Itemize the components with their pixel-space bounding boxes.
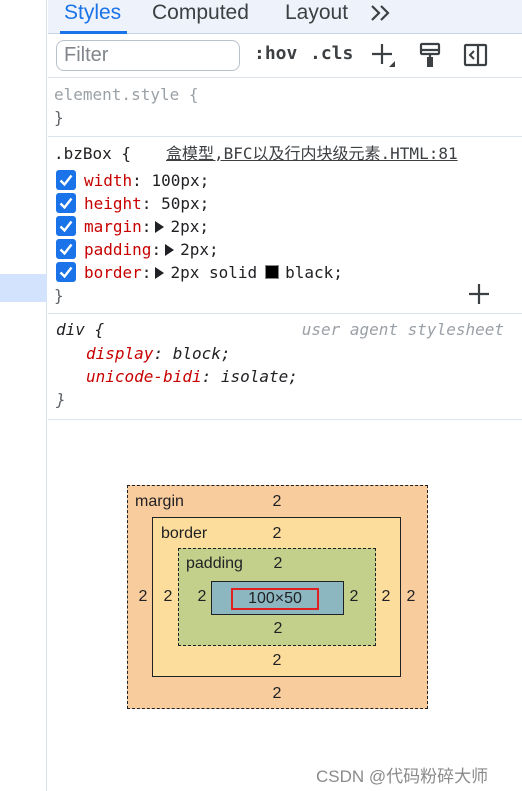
box-model-content[interactable]: 100×50 <box>211 581 344 615</box>
watermark: CSDN @代码粉碎大师 <box>316 767 489 786</box>
property-name[interactable]: border <box>84 263 142 282</box>
cls-toggle-button[interactable]: .cls <box>310 43 354 64</box>
border-top-value[interactable]: 2 <box>272 525 282 542</box>
ua-selector: div { <box>56 320 105 339</box>
decl-checkbox[interactable] <box>56 262 76 282</box>
tab-layout[interactable]: Layout <box>285 1 349 24</box>
colon: : <box>141 217 152 236</box>
bzbox-rule-section: .bzBox { 盒模型,BFC以及行内块级元素.HTML:81 width: … <box>48 137 522 314</box>
property-name[interactable]: padding <box>84 240 152 259</box>
property-value: isolate; <box>220 367 298 386</box>
property-name[interactable]: width <box>84 171 133 190</box>
decl-checkbox[interactable] <box>56 170 76 190</box>
box-model-padding[interactable]: padding 2 2 2 2 100×50 <box>178 548 376 646</box>
property-value[interactable]: 2px; <box>170 217 209 236</box>
property-name: display <box>86 344 154 363</box>
toggle-sidebar-icon[interactable] <box>463 42 489 68</box>
tab-styles[interactable]: Styles <box>59 0 128 34</box>
property-name[interactable]: margin <box>84 217 142 236</box>
padding-label: padding <box>186 555 243 572</box>
colon: : <box>132 171 142 190</box>
border-bottom-value[interactable]: 2 <box>272 652 282 669</box>
colon: : <box>151 240 162 259</box>
decl-checkbox[interactable] <box>56 193 76 213</box>
property-value[interactable]: black; <box>285 263 343 282</box>
rule-selector[interactable]: .bzBox { <box>54 144 132 163</box>
paint-brush-icon[interactable] <box>417 42 443 68</box>
box-model-margin[interactable]: margin 2 2 2 2 border 2 2 2 2 padding 2 … <box>127 485 428 709</box>
colon: : <box>141 263 152 282</box>
decl-checkbox[interactable] <box>56 216 76 236</box>
tab-bar: Styles Computed Layout <box>48 0 522 34</box>
margin-left-value[interactable]: 2 <box>138 588 148 605</box>
expand-triangle-icon[interactable] <box>165 244 175 256</box>
margin-right-value[interactable]: 2 <box>406 588 416 605</box>
ua-source-label: user agent stylesheet <box>301 320 504 339</box>
margin-bottom-value[interactable]: 2 <box>272 685 282 702</box>
border-left-value[interactable]: 2 <box>163 588 173 605</box>
colon: : <box>141 194 152 213</box>
styles-pane: Styles Computed Layout :hov .cls element… <box>48 0 522 791</box>
element-style-section: element.style { } <box>48 78 522 137</box>
property-value[interactable]: 100px; <box>151 171 210 190</box>
filter-input[interactable] <box>56 40 240 71</box>
color-swatch[interactable] <box>265 265 280 279</box>
property-value-prefix[interactable]: 2px solid <box>170 263 258 282</box>
rule-close-brace: } <box>54 286 64 305</box>
box-model-border[interactable]: border 2 2 2 2 padding 2 2 2 2 100×50 <box>152 517 401 677</box>
padding-top-value[interactable]: 2 <box>273 555 283 572</box>
hov-toggle-button[interactable]: :hov <box>254 43 298 64</box>
add-rule-icon[interactable] <box>370 42 396 68</box>
styles-toolbar: :hov .cls <box>48 34 522 78</box>
tab-computed[interactable]: Computed <box>152 1 249 24</box>
element-style-selector[interactable]: element.style { <box>54 85 199 104</box>
padding-left-value[interactable]: 2 <box>197 588 207 605</box>
content-size-value[interactable]: 100×50 <box>231 588 319 610</box>
margin-label: margin <box>135 493 184 510</box>
ua-close-brace: } <box>56 390 66 409</box>
rule-source-link[interactable]: 盒模型,BFC以及行内块级元素.HTML:81 <box>166 144 458 163</box>
border-right-value[interactable]: 2 <box>381 588 391 605</box>
dom-tree-strip <box>0 0 47 791</box>
element-style-close: } <box>54 108 64 127</box>
expand-triangle-icon[interactable] <box>155 267 165 279</box>
property-value: block; <box>172 344 231 363</box>
property-name: unicode-bidi <box>86 367 202 386</box>
more-tabs-icon[interactable] <box>368 0 394 34</box>
property-value[interactable]: 2px; <box>180 240 219 259</box>
expand-triangle-icon[interactable] <box>155 221 165 233</box>
add-property-icon[interactable] <box>467 282 491 306</box>
decl-checkbox[interactable] <box>56 239 76 259</box>
property-value[interactable]: 50px; <box>161 194 210 213</box>
padding-bottom-value[interactable]: 2 <box>273 620 283 637</box>
property-name[interactable]: height <box>84 194 142 213</box>
ua-decl-unicode-bidi: unicode-bidi: isolate; <box>86 367 298 386</box>
padding-right-value[interactable]: 2 <box>349 588 359 605</box>
ua-decl-display: display: block; <box>86 344 231 363</box>
border-label: border <box>161 525 208 542</box>
selected-node-highlight[interactable] <box>0 274 47 302</box>
user-agent-rule-section: div { user agent stylesheet display: blo… <box>48 314 522 420</box>
margin-top-value[interactable]: 2 <box>272 493 282 510</box>
